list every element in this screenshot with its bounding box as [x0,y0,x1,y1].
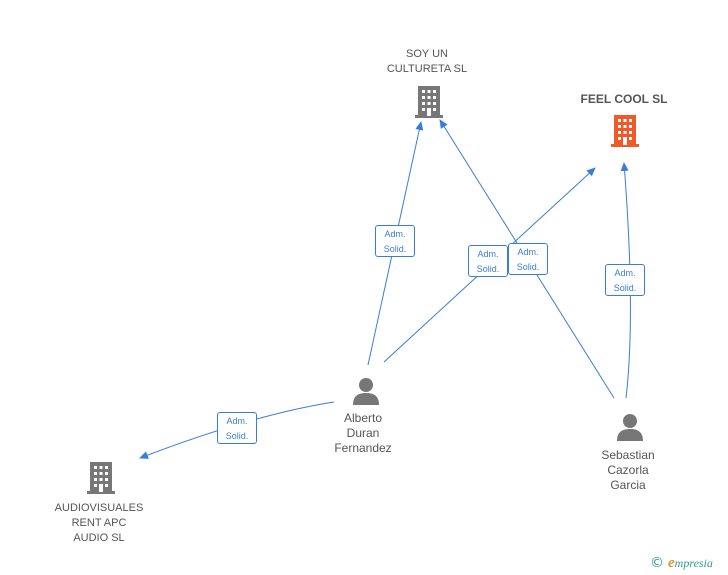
brand-name: mpresia [674,555,713,570]
person-label-alberto[interactable]: Alberto Duran Fernandez [323,411,403,456]
brand-logo[interactable]: empresia [668,555,713,572]
company-label-audiovisuales[interactable]: AUDIOVISUALES RENT APC AUDIO SL [44,501,154,546]
relation-label-line-1: Adm. [517,247,539,257]
relation-label-line-2: Solid. [225,431,249,441]
person-icon[interactable] [351,376,381,411]
person-icon[interactable] [615,412,645,447]
brand-initial: e [668,554,675,571]
person-label-line-2: Cazorla [607,463,649,477]
relation-label-line-2: Solid. [383,244,407,254]
relation-label-line-1: Adm. [477,249,499,259]
building-icon[interactable] [414,84,444,125]
relation-badge-sebastian-soy-un-cultureta[interactable]: Adm. Solid. [508,243,548,275]
company-label-soy-un-cultureta[interactable]: SOY UN CULTURETA SL [372,47,482,77]
company-label-line-2: RENT APC [71,517,127,529]
edges-layer [139,119,631,459]
footer-brand: © empresia [650,553,713,573]
company-label-line-2: CULTURETA SL [386,63,468,75]
relation-badge-sebastian-feel-cool[interactable]: Adm. Solid. [605,264,645,296]
company-label-line-1: AUDIOVISUALES [54,502,144,514]
person-label-line-1: Sebastian [601,448,655,462]
building-icon[interactable] [86,460,116,501]
relation-label-line-2: Solid. [476,264,500,274]
relation-label-line-1: Adm. [226,416,248,426]
relation-label-line-2: Solid. [613,283,637,293]
person-label-line-1: Alberto [343,411,383,425]
person-label-line-3: Fernandez [334,441,392,455]
company-label-line-3: AUDIO SL [73,532,125,544]
relation-badge-alberto-audiovisuales[interactable]: Adm. Solid. [217,412,257,444]
person-label-line-2: Duran [346,426,380,440]
person-label-sebastian[interactable]: Sebastian Cazorla Garcia [588,448,668,493]
relation-badge-alberto-feel-cool[interactable]: Adm. Solid. [468,245,508,277]
company-label-line-1: FEEL COOL SL [580,92,668,106]
relation-label-line-2: Solid. [516,262,540,272]
copyright-icon: © [650,555,664,571]
company-label-feel-cool[interactable]: FEEL COOL SL [569,92,679,107]
relation-badge-alberto-soy-un-cultureta[interactable]: Adm. Solid. [375,225,415,257]
relation-label-line-1: Adm. [614,268,636,278]
building-icon[interactable] [610,113,640,154]
company-label-line-1: SOY UN [406,48,448,60]
relation-label-line-1: Adm. [384,229,406,239]
person-label-line-3: Garcia [610,478,646,492]
